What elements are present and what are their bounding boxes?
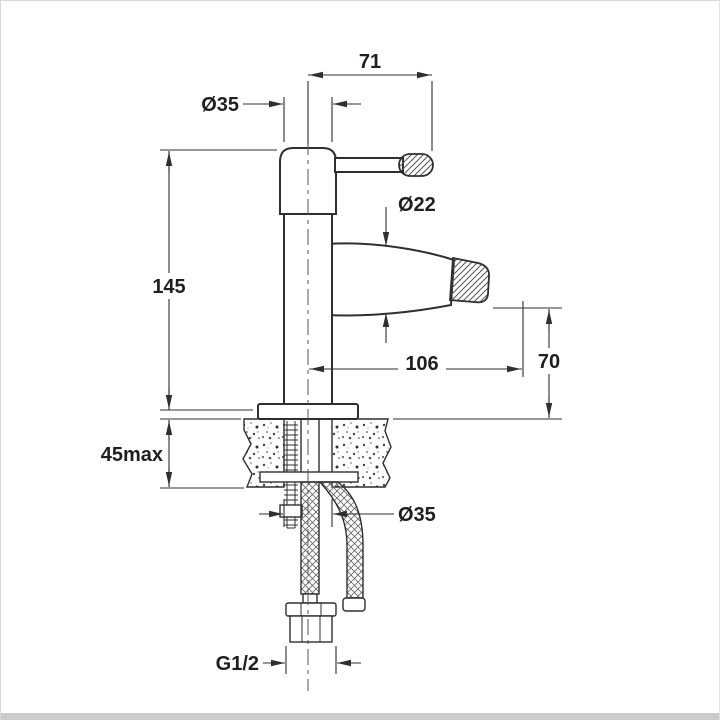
hose-nut-body-facets <box>301 616 321 642</box>
dim-connection-thread: G1/2 <box>216 646 361 675</box>
spout <box>326 242 456 317</box>
dim-label-deck-thickness: 45max <box>101 444 163 466</box>
dim-label-lever-length: 71 <box>359 51 381 73</box>
right-hose-fitting <box>342 597 366 612</box>
stud-nut <box>279 504 303 518</box>
under-counter-hardware <box>259 419 366 643</box>
lever-rod <box>334 157 404 173</box>
aerator-tip <box>449 256 490 304</box>
dim-label-hole-diameter: Ø35 <box>398 504 436 526</box>
hose-ferrule <box>302 593 318 604</box>
dim-label-reach: 106 <box>405 353 438 375</box>
faucet-outline <box>257 147 490 420</box>
hose-nut-body <box>289 615 333 643</box>
dim-label-thread-size: G1/2 <box>216 653 259 675</box>
clamping-washer <box>259 471 359 483</box>
dim-hole-diameter: Ø35 <box>259 499 436 527</box>
dim-lever-length: 71 <box>307 51 433 151</box>
counter-section <box>242 418 392 488</box>
dim-spout-diameter: Ø22 <box>382 194 436 343</box>
dim-height-to-deck: 145 <box>149 149 277 411</box>
lever-grip <box>398 153 434 177</box>
hose-nut-flange-facets <box>300 603 322 616</box>
counter-left-block <box>242 418 285 488</box>
dim-label-spout-diameter: Ø22 <box>398 194 436 216</box>
mounting-shank <box>300 419 320 472</box>
hose-nut-flange <box>285 602 337 617</box>
dim-label-outlet-height: 70 <box>538 351 560 373</box>
stud-thread-ticks <box>284 424 298 526</box>
counter-right-block <box>331 418 392 488</box>
flex-hose-right <box>318 481 364 599</box>
flex-hose-center <box>300 481 320 595</box>
dim-body-diameter: Ø35 <box>201 94 361 142</box>
dim-label-body-diameter: Ø35 <box>201 94 239 116</box>
dim-spout-reach: 106 <box>309 301 524 377</box>
dim-deck-thickness: 45max <box>101 418 244 489</box>
dim-label-height: 145 <box>152 276 185 298</box>
frame-bottom-edge <box>1 713 719 720</box>
dim-outlet-height: 70 <box>393 307 566 420</box>
